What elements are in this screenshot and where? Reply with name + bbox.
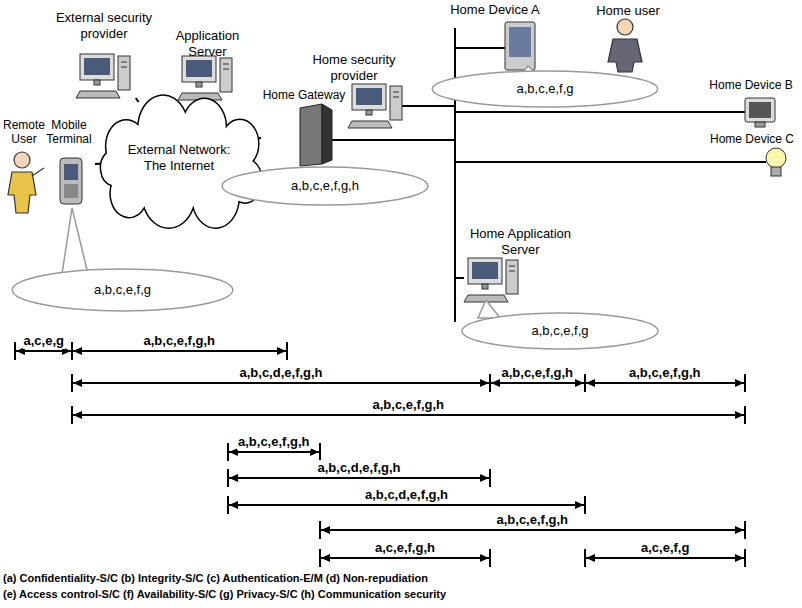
- scope-label: a,b,c,e,f,g,h: [143, 333, 217, 349]
- scope-label: a,b,c,e,f,g,h: [501, 365, 575, 381]
- capability-oval: a,b,c,e,f,g: [460, 312, 660, 350]
- capability-list: a,b,c,e,f,g: [94, 282, 151, 298]
- scope-label: a,b,c,e,f,g,h: [372, 397, 446, 413]
- computer-icon: [464, 258, 518, 302]
- legend-line: (a) Confidentiality-S/C (b) Integrity-S/…: [3, 572, 428, 585]
- scope-label: a,b,c,e,f,g,h: [237, 434, 311, 450]
- scope-label: a,c,e,f,g,h: [374, 540, 436, 556]
- device-c-bulb: [766, 148, 786, 176]
- network-link: [95, 163, 100, 165]
- scope-label: a,b,c,d,e,f,g,h: [239, 365, 324, 381]
- scope-label: a,b,c,e,f,g,h: [628, 365, 702, 381]
- capability-oval: a,b,c,e,f,g,h: [220, 166, 430, 206]
- device-label: Application Server: [164, 28, 251, 59]
- mobile-phone-icon: [60, 158, 82, 204]
- device-label: Home Device A: [439, 2, 551, 18]
- cloud-label: External Network: The Internet: [119, 142, 239, 173]
- person-figure: [608, 19, 642, 72]
- internet-cloud: External Network: The Internet: [100, 102, 258, 214]
- device-label: Home Application Server: [457, 226, 584, 257]
- computer-icon: [76, 54, 130, 98]
- computer-node: External security provider: [47, 10, 161, 98]
- device-label: Mobile Terminal: [43, 118, 95, 147]
- device-label: Home Device C: [705, 132, 799, 146]
- capability-oval: a,b,c,e,f,g: [430, 70, 660, 108]
- capability-list: a,b,c,e,f,g,h: [291, 178, 359, 194]
- computer-node: Home Application Server: [457, 226, 584, 304]
- device-a-icon: [505, 22, 535, 70]
- gateway-node: Home Gateway: [261, 88, 347, 166]
- network-link: [136, 98, 139, 102]
- capability-list: a,b,c,e,f,g: [531, 323, 588, 339]
- person-figure: [8, 152, 44, 213]
- scope-label: a,c,e,f,g: [640, 540, 690, 556]
- device-node: Home Device A: [439, 2, 551, 72]
- scope-label: a,c,e,g: [23, 333, 65, 349]
- capability-list: a,b,c,e,f,g: [516, 81, 573, 97]
- device-label: External security provider: [47, 10, 161, 41]
- scope-label: a,b,c,e,f,g,h: [496, 512, 570, 528]
- user-label: Home user: [588, 3, 668, 19]
- computer-icon: [178, 56, 232, 100]
- computer-node: Application Server: [164, 28, 251, 100]
- device-node: Home Device B: [703, 78, 799, 130]
- computer-icon: [348, 84, 402, 128]
- legend-line: (e) Access control-S/C (f) Availability-…: [3, 588, 446, 601]
- device-label: Home security provider: [304, 52, 404, 83]
- scope-label: a,b,c,d,e,f,g,h: [317, 460, 402, 476]
- scope-label: a,b,c,d,e,f,g,h: [364, 487, 449, 503]
- device-label: Home Gateway: [261, 88, 347, 102]
- gateway-icon: [300, 104, 332, 166]
- device-label: Home Device B: [703, 78, 799, 92]
- mobile-node: Mobile Terminal: [43, 118, 95, 214]
- user-label: Remote User: [2, 118, 46, 147]
- device-b-icon: [745, 98, 775, 127]
- capability-oval: a,b,c,e,f,g: [10, 268, 235, 312]
- device-node: Home Device C: [705, 132, 799, 182]
- scope-bars: [15, 342, 745, 567]
- computer-node: Home security provider: [304, 52, 404, 130]
